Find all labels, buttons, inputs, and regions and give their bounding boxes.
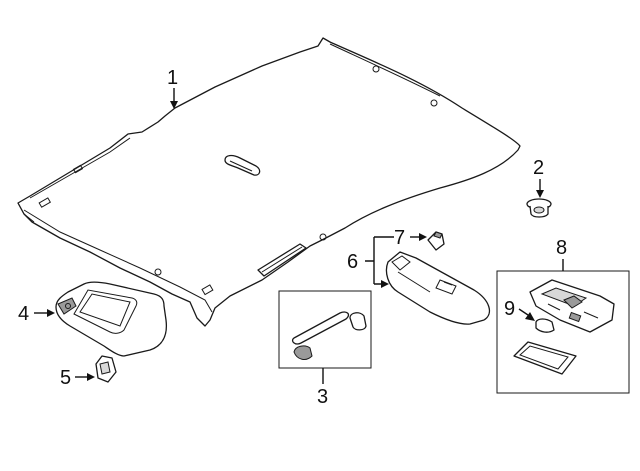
callout-9-group: 9 [504,298,535,321]
callout-8-group: 8 [556,237,567,271]
callout-label-1: 1 [167,67,178,89]
callout-2-group: 2 [533,157,544,198]
bulb [427,231,445,251]
callout-label-4: 4 [18,303,29,325]
callout-label-5: 5 [60,367,71,389]
sun-visor [55,281,168,357]
grab-handle-box [278,290,372,369]
callout-label-2: 2 [533,157,544,179]
callout-1-group: 1 [167,67,178,109]
callout-5-group: 5 [60,367,95,389]
callout-7-group: 7 [394,227,427,249]
overhead-console [385,251,491,325]
callout-label-6: 6 [347,251,358,273]
callout-label-8: 8 [556,237,567,259]
map-lamp-box [496,270,630,394]
callout-label-7: 7 [394,227,405,249]
callout-3-group: 3 [317,368,328,408]
headliner-panel [17,37,521,327]
callout-label-3: 3 [317,386,328,408]
retainer-clip [526,198,552,218]
callout-4-group: 4 [18,303,55,325]
callout-label-9: 9 [504,298,515,320]
callout-6-group: 6 [347,236,394,288]
visor-clip [95,355,117,383]
